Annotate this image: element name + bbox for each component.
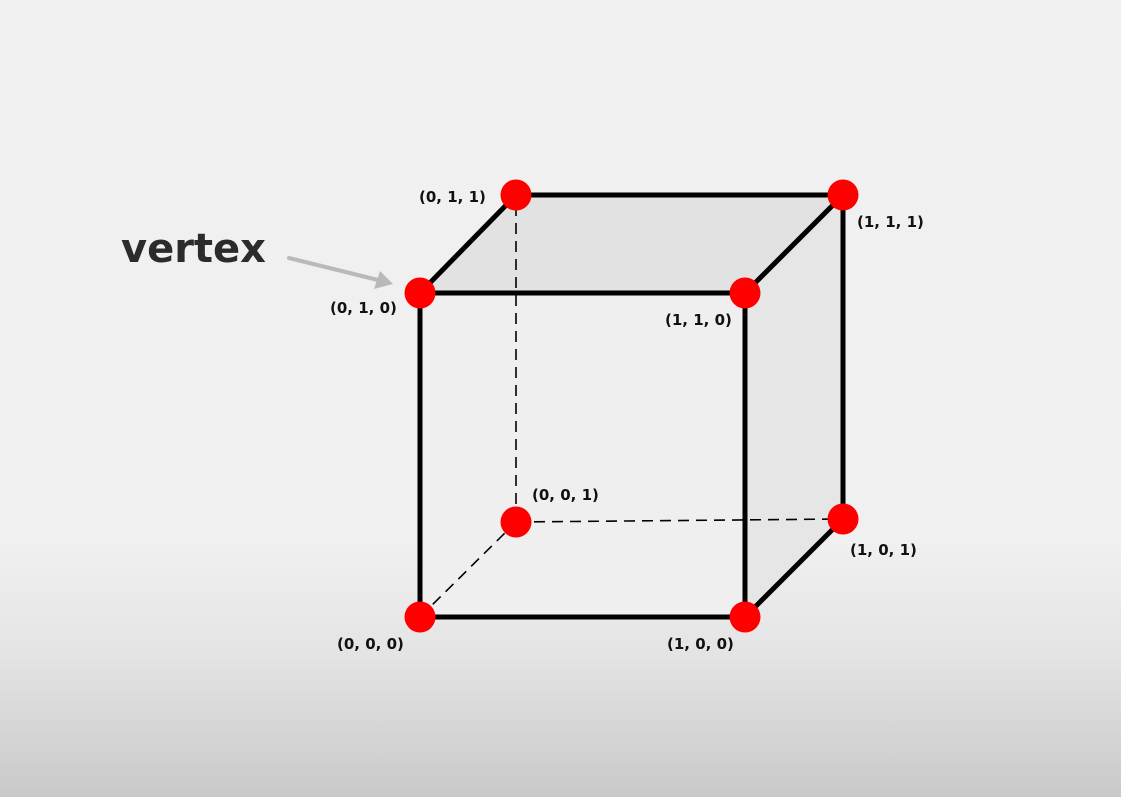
vertex-dot-v011 xyxy=(500,179,532,211)
vertex-dot-v111 xyxy=(827,179,859,211)
visible-edges xyxy=(417,192,846,620)
label-v000: (0, 0, 0) xyxy=(337,635,404,653)
edge-v110-v111 xyxy=(742,192,846,296)
callout-label: vertex xyxy=(121,226,266,272)
label-v111: (1, 1, 1) xyxy=(857,213,924,231)
hidden-edges xyxy=(419,195,844,618)
label-v100: (1, 0, 0) xyxy=(667,635,734,653)
hidden-edge-v000-v001 xyxy=(419,521,517,618)
vertex-dot-v100 xyxy=(729,601,761,633)
vertex-dots xyxy=(404,179,859,633)
label-v010: (0, 1, 0) xyxy=(330,299,397,317)
label-v011: (0, 1, 1) xyxy=(419,188,486,206)
label-v110: (1, 1, 0) xyxy=(665,311,732,329)
edge-v010-v011 xyxy=(417,192,519,296)
right-face xyxy=(745,195,843,617)
vertex-dot-v000 xyxy=(404,601,436,633)
top-face xyxy=(420,195,843,293)
vertex-dot-v001 xyxy=(500,506,532,538)
vertex-dot-v110 xyxy=(729,277,761,309)
label-v001: (0, 0, 1) xyxy=(532,486,599,504)
front-face xyxy=(420,293,745,617)
vertex-dot-v010 xyxy=(404,277,436,309)
callout-arrow-head-icon xyxy=(374,271,393,289)
callout-arrow-line xyxy=(287,256,380,282)
vertex-labels: (0, 1, 1) (1, 1, 1) (0, 1, 0) (1, 1, 0) … xyxy=(330,188,924,653)
edge-v100-v101 xyxy=(742,516,846,620)
label-v101: (1, 0, 1) xyxy=(850,541,917,559)
vertex-dot-v101 xyxy=(827,503,859,535)
hidden-edge-v001-v101 xyxy=(515,518,844,523)
vertex-callout: vertex xyxy=(121,226,393,289)
